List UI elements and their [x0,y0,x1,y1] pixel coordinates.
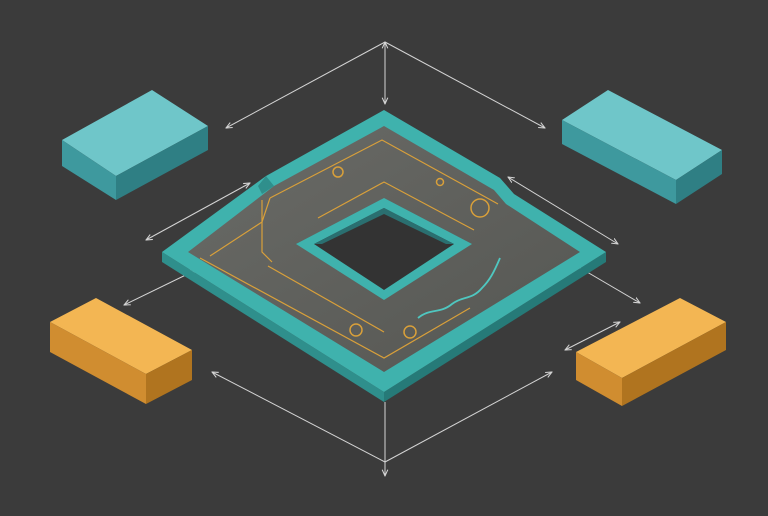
connector-bottom-left [212,372,386,463]
box-bottom-right-side-b [622,322,726,406]
node-top-right [435,177,445,187]
box-bottom-left-side-b [146,350,192,404]
connector-right-upper [508,177,618,244]
connector-bottom-right [384,372,552,463]
platform-side-right [384,252,606,402]
gear-icon [470,198,490,218]
box-bottom-right-side-a [576,352,622,406]
platform-well [296,198,472,300]
box-bottom-right [576,298,726,406]
box-top-left-face [62,90,208,176]
box-bottom-left-face [50,298,192,374]
trace-wave [417,257,501,319]
box-top-right-face [562,90,722,180]
box-top-right-side-a [562,120,676,204]
box-top-left-side-a [62,140,116,200]
connector-left-upper [146,183,250,240]
box-top-right-side-b [676,150,722,204]
box-bottom-left-side-a [50,322,146,404]
central-platform [162,110,606,402]
box-top-left [62,90,208,200]
trace-lower-left [199,257,471,359]
circuit-traces [199,139,501,359]
platform-side-left [162,252,384,402]
box-bottom-left [50,298,192,404]
trace-nodes [332,166,490,339]
box-top-left-side-b [116,126,208,200]
trace-lower-inner [267,265,385,333]
connector-mid-right [565,322,620,350]
trace-upper-inner [317,181,475,231]
node-bottom-left [349,323,363,337]
node-top-left [332,166,344,178]
corner-note [745,14,750,64]
connector-top-right [384,41,545,128]
well-inner-wall [314,208,454,244]
node-bottom-right [403,325,417,339]
trace-outer [269,139,499,205]
box-top-right [562,90,722,204]
box-bottom-right-face [576,298,726,378]
connector-top-left [226,41,386,128]
platform-step [258,176,274,194]
trace-vertical [261,200,273,263]
